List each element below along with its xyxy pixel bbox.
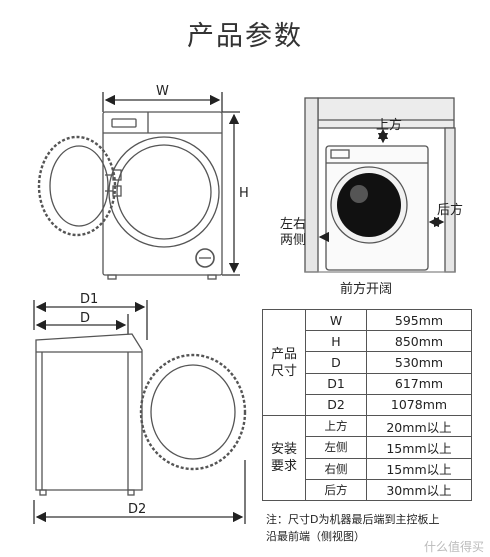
spec-key: D1 <box>305 372 367 395</box>
d-dimension-label: D <box>80 311 91 326</box>
table-row: H 850mm <box>263 330 472 353</box>
spec-value: 30mm以上 <box>366 478 472 502</box>
spec-key: 上方 <box>305 415 367 438</box>
spec-key: 左侧 <box>305 436 367 459</box>
note-line-2: 沿最前端（侧视图） <box>266 530 365 543</box>
spec-table: 产品 尺寸 W 595mm H 850mm D 530mm D1 617mm D… <box>262 308 472 502</box>
spec-value: 595mm <box>366 308 472 332</box>
front-view-drawing <box>37 92 240 280</box>
spec-key: W <box>305 308 367 332</box>
installation-view-drawing <box>304 97 456 273</box>
sides-clearance-label-1: 左右 <box>280 217 307 232</box>
spec-value: 1078mm <box>366 393 472 417</box>
side-view-drawing <box>33 300 247 524</box>
table-row: 后方 30mm以上 <box>263 478 472 502</box>
product-size-group-cell: 产品 尺寸 <box>262 308 306 417</box>
w-dimension-label: W <box>156 84 169 99</box>
spec-key: H <box>305 330 367 353</box>
spec-value: 20mm以上 <box>366 415 472 438</box>
dimension-note: 注：尺寸D为机器最后端到主控板上 沿最前端（侧视图） <box>266 511 486 545</box>
install-requirement-group-cell: 安装 要求 <box>262 415 306 501</box>
page-title: 产品参数 <box>187 21 303 52</box>
spec-value: 850mm <box>366 330 472 353</box>
table-row: 安装 要求 上方 20mm以上 <box>262 415 472 501</box>
back-clearance-label: 后方 <box>437 203 464 218</box>
sides-clearance-label-2: 两侧 <box>280 233 307 248</box>
spec-key: 右侧 <box>305 457 367 480</box>
spec-value: 617mm <box>366 372 472 395</box>
table-row: D1 617mm <box>263 372 472 395</box>
note-line-1: 注：尺寸D为机器最后端到主控板上 <box>266 513 440 526</box>
spec-key: D2 <box>305 393 367 417</box>
spec-key: D <box>305 351 367 374</box>
spec-key: 后方 <box>305 478 367 502</box>
spec-value: 15mm以上 <box>366 436 472 459</box>
front-clearance-label: 前方开阔 <box>340 282 393 297</box>
spec-value: 15mm以上 <box>366 457 472 480</box>
watermark: 什么值得买 <box>423 540 484 554</box>
h-dimension-label: H <box>239 186 249 201</box>
top-clearance-label: 上方 <box>376 118 403 133</box>
d2-dimension-label: D2 <box>128 502 147 517</box>
spec-value: 530mm <box>366 351 472 374</box>
table-row: D2 1078mm <box>263 393 472 417</box>
d1-dimension-label: D1 <box>80 292 99 307</box>
table-row: 产品 尺寸 W 595mm <box>262 308 472 417</box>
table-row: 左侧 15mm以上 <box>263 436 472 459</box>
table-row: D 530mm <box>263 351 472 374</box>
